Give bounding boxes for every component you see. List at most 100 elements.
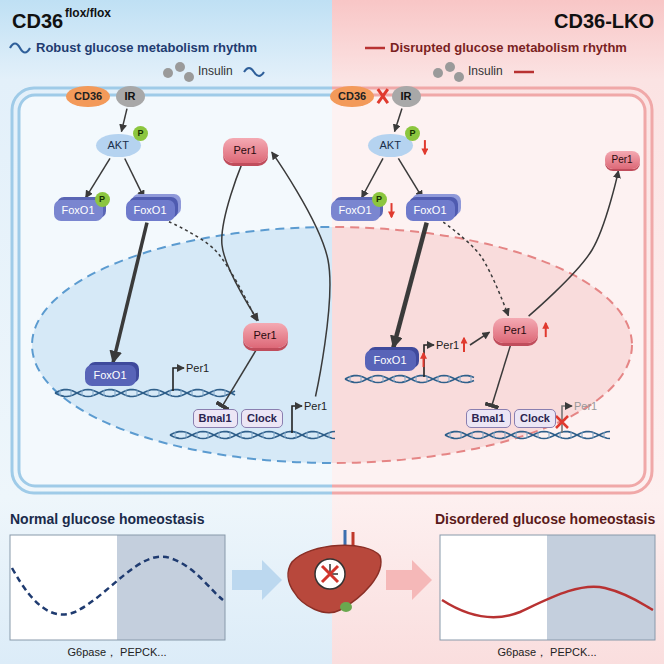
flow-arrow-left bbox=[232, 560, 282, 600]
drawing-part bbox=[345, 376, 474, 383]
node-label: IR bbox=[401, 90, 412, 103]
protein-box: FoxO1 bbox=[406, 200, 455, 221]
factor-box: Clock bbox=[241, 409, 283, 428]
drawing-part bbox=[332, 227, 632, 463]
node-label: FoxO1 bbox=[94, 369, 127, 382]
node-label: AKT bbox=[380, 139, 401, 152]
node-label: Per1 bbox=[504, 324, 527, 337]
signal-arrow bbox=[113, 223, 147, 363]
receptor-oval: CD36 bbox=[330, 86, 374, 107]
drawing-part bbox=[175, 432, 176, 438]
phospho-badge: P bbox=[372, 192, 387, 207]
drawing-part bbox=[163, 68, 173, 78]
drawing-part bbox=[10, 535, 117, 640]
node-label: Per1 bbox=[254, 329, 277, 342]
protein-blob: Per1 bbox=[223, 138, 268, 163]
node-label: Per1 bbox=[612, 154, 633, 166]
drawing-part bbox=[82, 390, 83, 396]
figure-label: Disordered glucose homeostasis bbox=[435, 511, 655, 527]
drawing-part bbox=[117, 535, 225, 640]
drawing-part bbox=[126, 390, 127, 396]
flat-rhythm-icon bbox=[365, 47, 385, 50]
figure-label: Per1 bbox=[574, 400, 597, 413]
drawing-part bbox=[318, 432, 319, 438]
drawing-part bbox=[322, 566, 338, 582]
drawing-part bbox=[433, 68, 443, 78]
protein-box: FoxO1 bbox=[365, 350, 416, 371]
protein-box: FoxO1 bbox=[85, 365, 136, 386]
change-indicator bbox=[424, 140, 426, 154]
drawing-part bbox=[332, 88, 652, 493]
drawing-part bbox=[104, 390, 105, 396]
drawing-part bbox=[344, 530, 347, 546]
change-indicator bbox=[545, 323, 547, 337]
drawing-part bbox=[505, 432, 506, 438]
drawing-part bbox=[32, 227, 332, 463]
drawing-part bbox=[288, 545, 381, 612]
drawing-part bbox=[445, 432, 610, 439]
factor-box: Bmal1 bbox=[193, 409, 238, 428]
drawing-part bbox=[197, 432, 198, 438]
drawing-part bbox=[445, 62, 455, 72]
drawing-part bbox=[438, 376, 439, 382]
flow-arrow-right bbox=[386, 560, 432, 600]
dna-strand bbox=[55, 390, 235, 397]
drawing-part bbox=[427, 376, 428, 382]
drawing-part bbox=[449, 376, 450, 382]
protein-box: FoxO1 bbox=[126, 200, 175, 221]
drawing-part bbox=[159, 390, 160, 396]
drawing-part bbox=[340, 602, 352, 612]
drawing-part bbox=[538, 432, 539, 438]
phospho-badge: P bbox=[405, 126, 420, 141]
drawing-part bbox=[571, 432, 572, 438]
signal-arrow bbox=[393, 223, 426, 348]
drawing-part bbox=[483, 432, 484, 438]
drawing-part bbox=[440, 535, 547, 640]
factor-box: Clock bbox=[514, 409, 556, 428]
drawing-part bbox=[440, 535, 655, 640]
node-label: Per1 bbox=[234, 144, 257, 157]
inhibition-connector bbox=[222, 349, 257, 406]
node-label: AKT bbox=[108, 139, 129, 152]
protein-box: FoxO1P bbox=[331, 200, 380, 221]
drawing-part bbox=[442, 587, 653, 618]
signal-arrow bbox=[121, 109, 127, 132]
protein-blob: Per1 bbox=[605, 151, 640, 169]
drawing-part bbox=[55, 390, 235, 397]
inhibition-connector bbox=[492, 345, 511, 407]
drawing-part bbox=[604, 432, 605, 438]
drawing-part bbox=[12, 88, 332, 493]
rhythm-graph-right bbox=[440, 535, 655, 640]
gene-start-arrow bbox=[173, 368, 184, 391]
drawing-part bbox=[274, 432, 275, 438]
drawing-part bbox=[93, 390, 94, 396]
protein-blob: Per1 bbox=[493, 318, 538, 343]
kinase-oval: AKTP bbox=[368, 134, 413, 157]
cell-membrane-left bbox=[12, 88, 332, 493]
protein-blob: Per1 bbox=[243, 323, 288, 348]
drawing-part bbox=[170, 390, 171, 396]
dna-strand bbox=[445, 432, 610, 439]
factor-box: Bmal1 bbox=[466, 409, 511, 428]
drawing-part bbox=[296, 432, 297, 438]
node-label: IR bbox=[125, 90, 136, 103]
kinase-oval: AKTP bbox=[96, 134, 141, 157]
export-arrow bbox=[272, 152, 330, 396]
drawing-part bbox=[230, 432, 231, 438]
drawing-part bbox=[372, 376, 373, 382]
drawing-part bbox=[405, 376, 406, 382]
drawing-part bbox=[170, 432, 335, 439]
node-label: Clock bbox=[247, 412, 277, 425]
signal-arrow bbox=[125, 158, 144, 197]
drawing-part bbox=[560, 432, 561, 438]
node-label: FoxO1 bbox=[374, 354, 407, 367]
drawing-part bbox=[208, 432, 209, 438]
drawing-part bbox=[352, 532, 355, 547]
drawing-part bbox=[184, 72, 194, 82]
drawing-part bbox=[416, 376, 417, 382]
drawing-part bbox=[494, 432, 495, 438]
drawing-part bbox=[332, 95, 645, 486]
drawing-part bbox=[115, 390, 116, 396]
drawing-part bbox=[345, 376, 474, 383]
receptor-oval: IR bbox=[392, 86, 421, 107]
